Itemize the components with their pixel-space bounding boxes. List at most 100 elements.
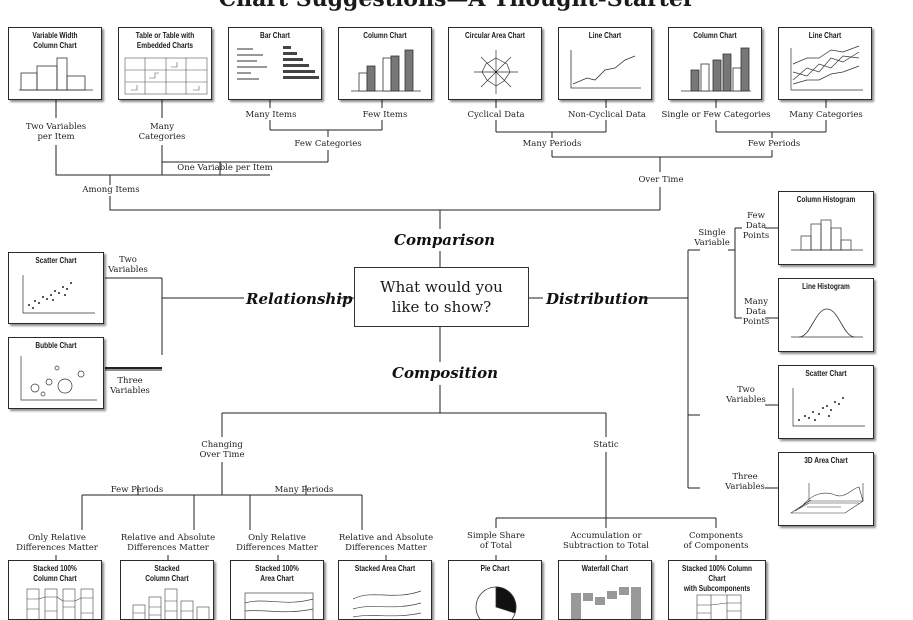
label-one-variable-per-item: One Variable per Item (177, 163, 273, 173)
label-among-items: Among Items (82, 185, 140, 195)
label-relative-absolute-1: Relative and Absolute Differences Matter (120, 533, 216, 553)
bar-chart-thumbnail (237, 46, 319, 80)
stacked-area-chart-box: Stacked Area Chart (338, 560, 432, 620)
label-many-categories-table: Many Categories (138, 122, 186, 142)
table-embedded-charts-box: Table or Table with Embedded Charts (118, 27, 212, 100)
scatter-thumbnail (22, 275, 95, 314)
pie-chart-box: Pie Chart (448, 560, 542, 620)
box-title: Line Chart (808, 31, 842, 40)
stacked-100-area-thumbnail (244, 592, 314, 619)
label-non-cyclical-data: Non-Cyclical Data (567, 110, 647, 120)
box-title: Stacked 100% Column Chart (33, 564, 77, 583)
category-relationship: Relationship (246, 290, 353, 308)
page-title: Chart Suggestions—A Thought-Starter (0, 0, 913, 12)
label-over-time: Over Time (638, 175, 684, 185)
scatter-chart-distribution-box: Scatter Chart (778, 365, 874, 439)
category-comparison: Comparison (394, 231, 495, 249)
label-few-periods: Few Periods (747, 139, 801, 149)
label-simple-share: Simple Share of Total (467, 531, 525, 551)
label-components: Components of Components (683, 531, 749, 551)
stacked-100-column-subcomponents-box: Stacked 100% Column Chart with Subcompon… (668, 560, 766, 620)
center-question-box: What would you like to show? (354, 267, 529, 327)
label-many-data-points: Many Data Points (742, 297, 770, 327)
box-title: Stacked Area Chart (354, 564, 416, 573)
box-title: Column Chart (363, 31, 407, 40)
box-title: Waterfall Chart (581, 564, 629, 573)
waterfall-thumbnail (571, 587, 641, 619)
pie-chart-thumbnail (475, 586, 517, 619)
bar-chart-box: Bar Chart (228, 27, 322, 100)
stacked-column-chart-box: Stacked Column Chart (120, 560, 214, 620)
box-title: Bar Chart (260, 31, 290, 40)
box-title: Table or Table with Embedded Charts (135, 31, 195, 50)
line-chart-many-thumbnail (790, 45, 863, 91)
stacked-100-column-thumbnail (26, 588, 94, 619)
box-title: Line Chart (588, 31, 622, 40)
label-many-periods: Many Periods (522, 139, 582, 149)
line-chart-noncyclical-box: Line Chart (558, 27, 652, 100)
circular-area-thumbnail (474, 50, 518, 94)
label-few-periods-composition: Few Periods (110, 485, 164, 495)
label-single-or-few-categories: Single or Few Categories (661, 110, 771, 120)
stacked-column-thumbnail (132, 588, 210, 619)
box-title: Scatter Chart (35, 256, 77, 265)
label-relative-absolute-2: Relative and Absolute Differences Matter (338, 533, 434, 553)
column-chart-periods-box: Column Chart (668, 27, 762, 100)
label-three-variables-distribution: Three Variables (725, 472, 765, 492)
label-changing-over-time: Changing Over Time (199, 440, 245, 460)
line-chart-thumbnail (570, 50, 641, 89)
column-histogram-box: Column Histogram (778, 191, 874, 265)
scatter-chart-relationship-box: Scatter Chart (8, 252, 104, 324)
subcomponents-thumbnail (696, 594, 742, 619)
column-chart-periods-thumbnail (681, 47, 751, 92)
bubble-chart-box: Bubble Chart (8, 337, 104, 409)
label-only-relative-1: Only Relative Differences Matter (16, 533, 98, 553)
label-accumulation: Accumulation or Subtraction to Total (562, 531, 650, 551)
column-chart-few-items-box: Column Chart (338, 27, 432, 100)
stacked-area-thumbnail (352, 590, 422, 618)
category-composition: Composition (392, 364, 498, 382)
label-few-categories: Few Categories (294, 139, 362, 149)
box-title: Bubble Chart (35, 341, 77, 350)
label-single-variable: Single Variable (694, 228, 730, 248)
box-title: Line Histogram (802, 282, 850, 291)
box-title: Column Chart (693, 31, 737, 40)
waterfall-chart-box: Waterfall Chart (558, 560, 652, 620)
box-title: Stacked 100% Column Chart with Subcompon… (681, 564, 753, 593)
label-many-items: Many Items (245, 110, 297, 120)
box-title: Stacked Column Chart (145, 564, 189, 583)
box-title: Stacked 100% Area Chart (255, 564, 299, 583)
column-histogram-thumbnail (791, 219, 863, 251)
label-few-items: Few Items (362, 110, 408, 120)
variable-width-column-chart-box: Variable Width Column Chart (8, 27, 102, 100)
label-three-variables-relationship: Three Variables (110, 376, 150, 396)
label-many-categories: Many Categories (789, 110, 863, 120)
variable-width-column-thumbnail (19, 57, 93, 91)
label-many-periods-composition: Many Periods (274, 485, 334, 495)
table-thumbnail (124, 57, 208, 95)
scatter-distribution-thumbnail (792, 388, 865, 427)
category-distribution: Distribution (546, 290, 649, 308)
label-two-variables-distribution: Two Variables (726, 385, 766, 405)
line-histogram-thumbnail (791, 308, 863, 338)
stacked-100-column-chart-box: Stacked 100% Column Chart (8, 560, 102, 620)
stacked-100-area-chart-box: Stacked 100% Area Chart (230, 560, 324, 620)
label-cyclical-data: Cyclical Data (467, 110, 525, 120)
circular-area-chart-box: Circular Area Chart (448, 27, 542, 100)
box-title: Column Histogram (796, 195, 856, 204)
label-two-variables-per-item: Two Variables per Item (25, 122, 87, 142)
3d-area-chart-box: 3D Area Chart (778, 452, 874, 526)
box-title: Variable Width Column Chart (32, 31, 78, 50)
3d-area-thumbnail (790, 483, 864, 514)
box-title: 3D Area Chart (804, 456, 848, 465)
line-histogram-box: Line Histogram (778, 278, 874, 352)
label-static: Static (593, 440, 619, 450)
column-chart-thumbnail (351, 49, 421, 92)
box-title: Scatter Chart (805, 369, 847, 378)
box-title: Circular Area Chart (465, 31, 525, 40)
label-few-data-points: Few Data Points (742, 211, 770, 241)
label-only-relative-2: Only Relative Differences Matter (236, 533, 318, 553)
box-title: Pie Chart (480, 564, 510, 573)
